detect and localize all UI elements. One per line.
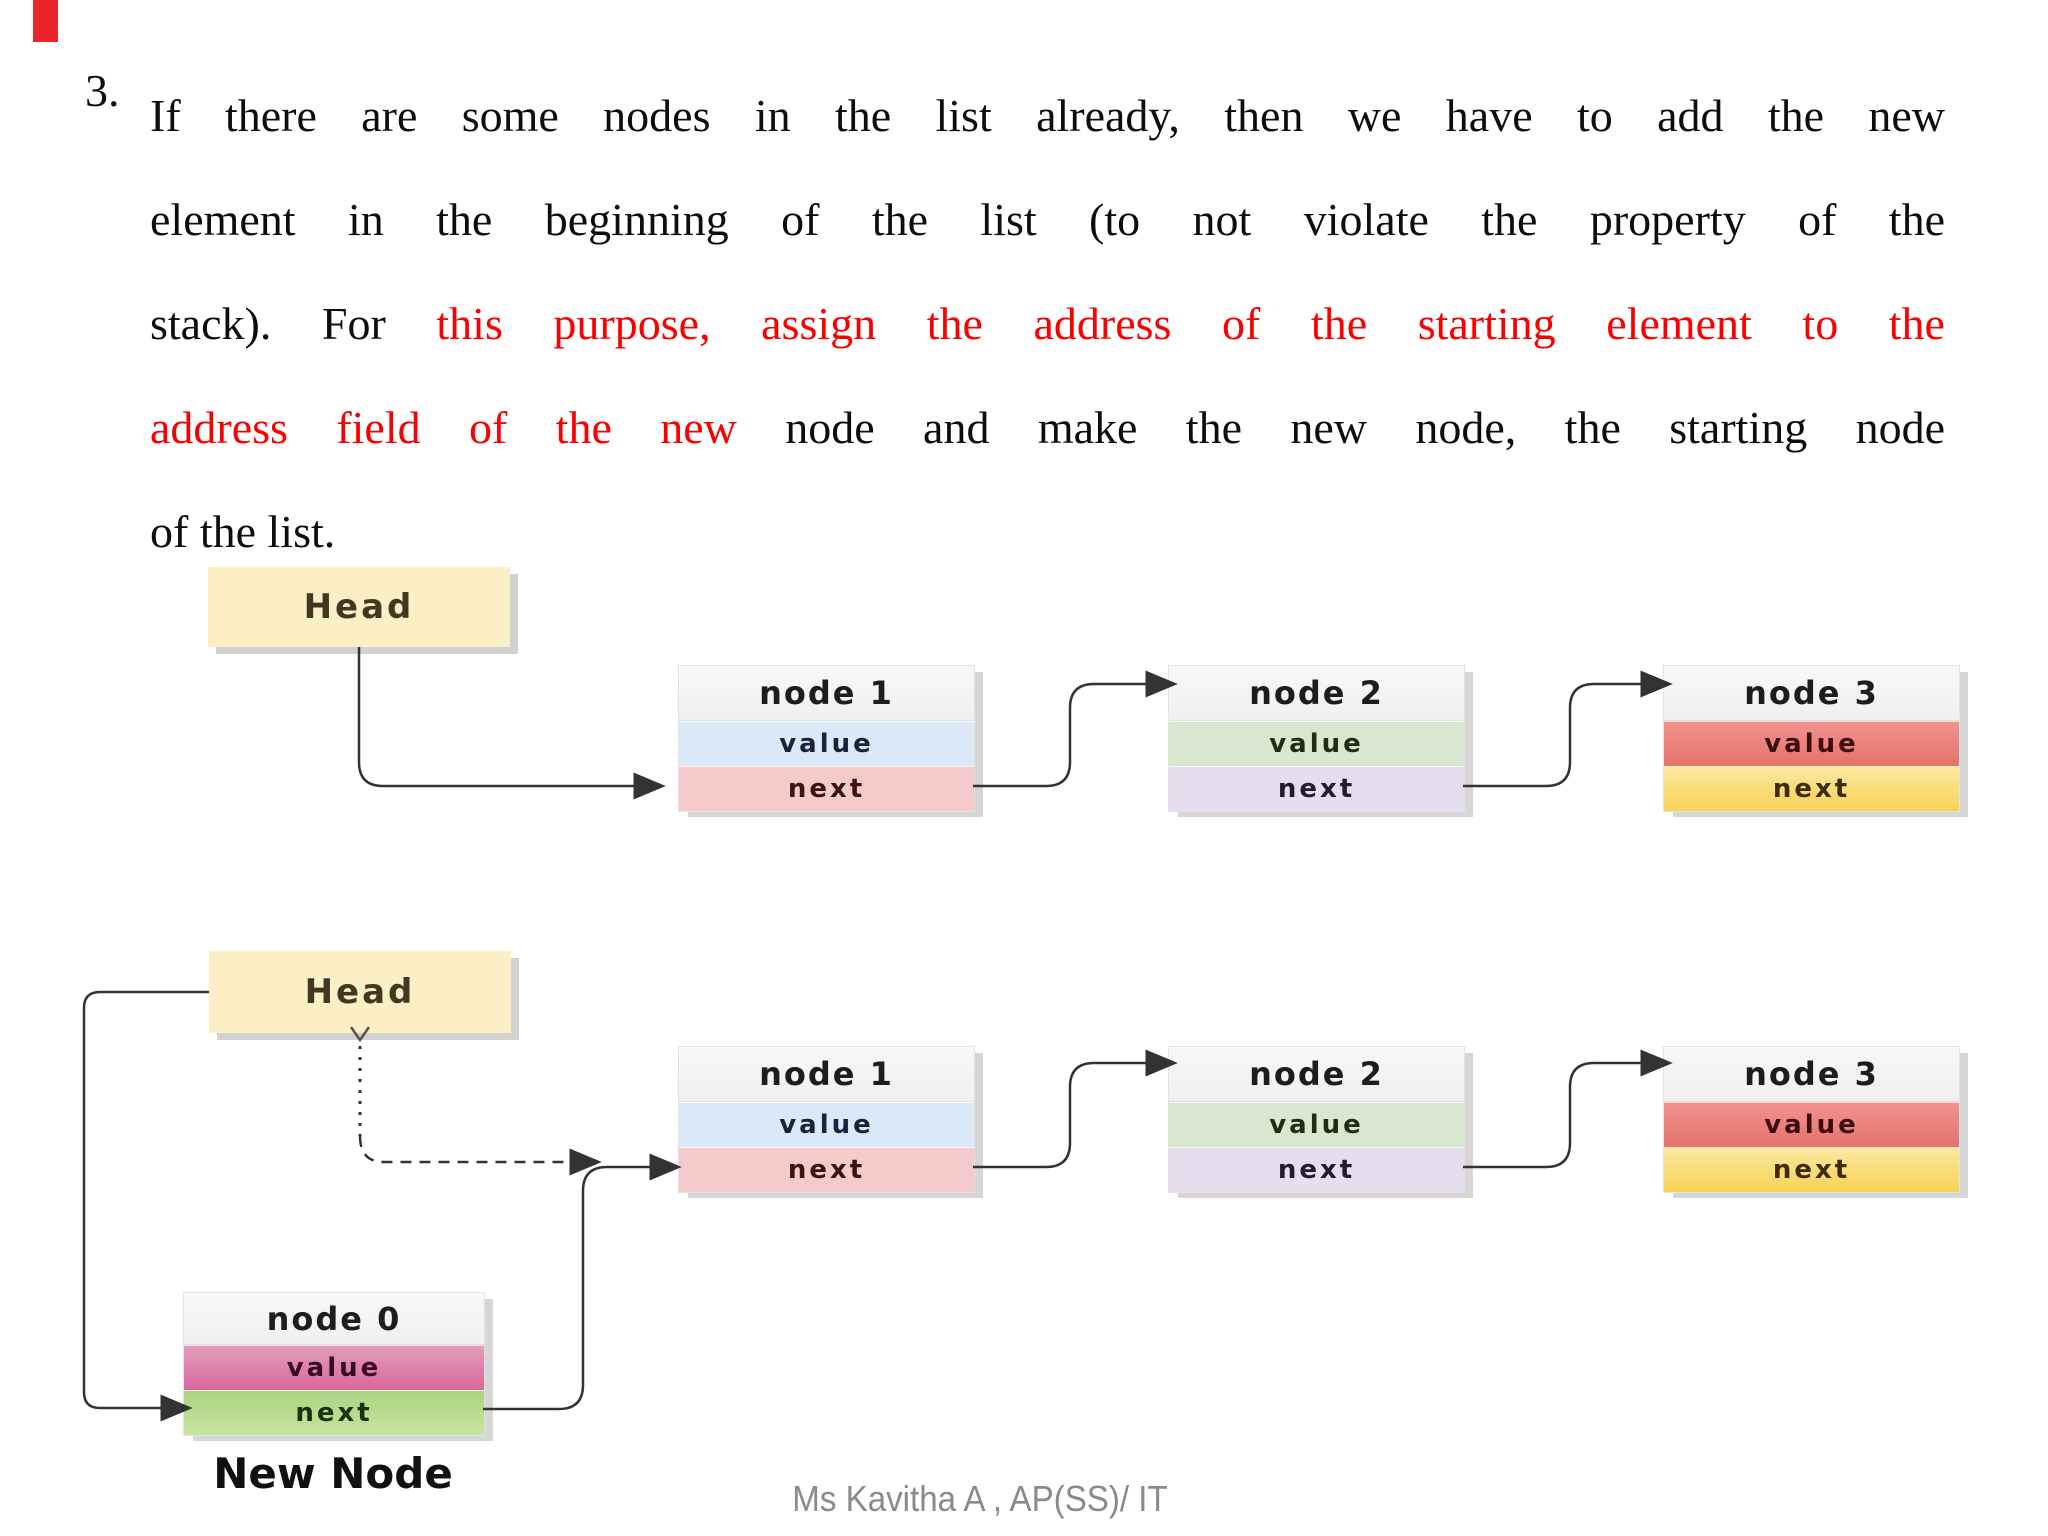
paragraph-text: node and make the new node, the starting… [785,402,1945,453]
dashed-arrow-head2-old-link [358,1135,602,1176]
paragraph-line: of the list. [150,480,1945,584]
arrow-d2-node1-to-node2 [973,1049,1178,1169]
node-value-cell: value [679,721,974,766]
diagram2-node0: node 0 value next [183,1292,485,1436]
diagram2-node3: node 3 value next [1663,1046,1960,1193]
paragraph-line: address field of the new node and make t… [150,376,1945,480]
new-node-caption: New Node [213,1452,453,1489]
node-title: node 2 [1169,1047,1464,1102]
node-next-cell: next [1664,1147,1959,1192]
node-next-cell: next [1664,766,1959,811]
diagram1-node3: node 3 value next [1663,665,1960,812]
node-value-cell: value [1664,721,1959,766]
node-next-cell: next [1169,766,1464,811]
paragraph: If there are some nodes in the list alre… [150,64,1945,584]
arrow-d2-node2-to-node3 [1463,1049,1673,1169]
diagram1-head-box: Head [208,567,510,647]
paragraph-text: of the list. [150,506,336,557]
node-next-cell: next [184,1390,484,1435]
list-item-number: 3. [85,65,120,116]
slide-accent-bar [33,0,58,42]
node-title: node 1 [679,666,974,721]
node-next-cell: next [1169,1147,1464,1192]
node-title: node 3 [1664,1047,1959,1102]
node-value-cell: value [1664,1102,1959,1147]
node-title: node 0 [184,1293,484,1345]
node-title: node 3 [1664,666,1959,721]
diagram1-node2: node 2 value next [1168,665,1465,812]
paragraph-text-red: this purpose, assign the address of the … [436,298,1945,349]
diagram2-node1: node 1 value next [678,1046,975,1193]
arrow-d1-node2-to-node3 [1463,670,1673,788]
node-title: node 1 [679,1047,974,1102]
diagram2-node2: node 2 value next [1168,1046,1465,1193]
paragraph-text-red: address field of the new [150,402,786,453]
paragraph-text: If there are some nodes in the list alre… [150,90,1945,141]
arrow-node0-to-node1 [483,1153,682,1411]
paragraph-line: element in the beginning of the list (to… [150,168,1945,272]
paragraph-line: stack). For this purpose, assign the add… [150,272,1945,376]
node-value-cell: value [1169,1102,1464,1147]
node-value-cell: value [184,1345,484,1390]
diagram2-head-box: Head [209,951,511,1033]
node-value-cell: value [1169,721,1464,766]
paragraph-text: element in the beginning of the list (to… [150,194,1945,245]
paragraph-text: stack). For [150,298,437,349]
arrow-head1-to-node1 [357,647,666,800]
node-next-cell: next [679,766,974,811]
node-value-cell: value [679,1102,974,1147]
node-title: node 2 [1169,666,1464,721]
node-next-cell: next [679,1147,974,1192]
arrow-d1-node1-to-node2 [973,670,1178,788]
diagram1-node1: node 1 value next [678,665,975,812]
footer-credit: Ms Kavitha A , AP(SS)/ IT [792,1478,1168,1519]
paragraph-line: If there are some nodes in the list alre… [150,64,1945,168]
